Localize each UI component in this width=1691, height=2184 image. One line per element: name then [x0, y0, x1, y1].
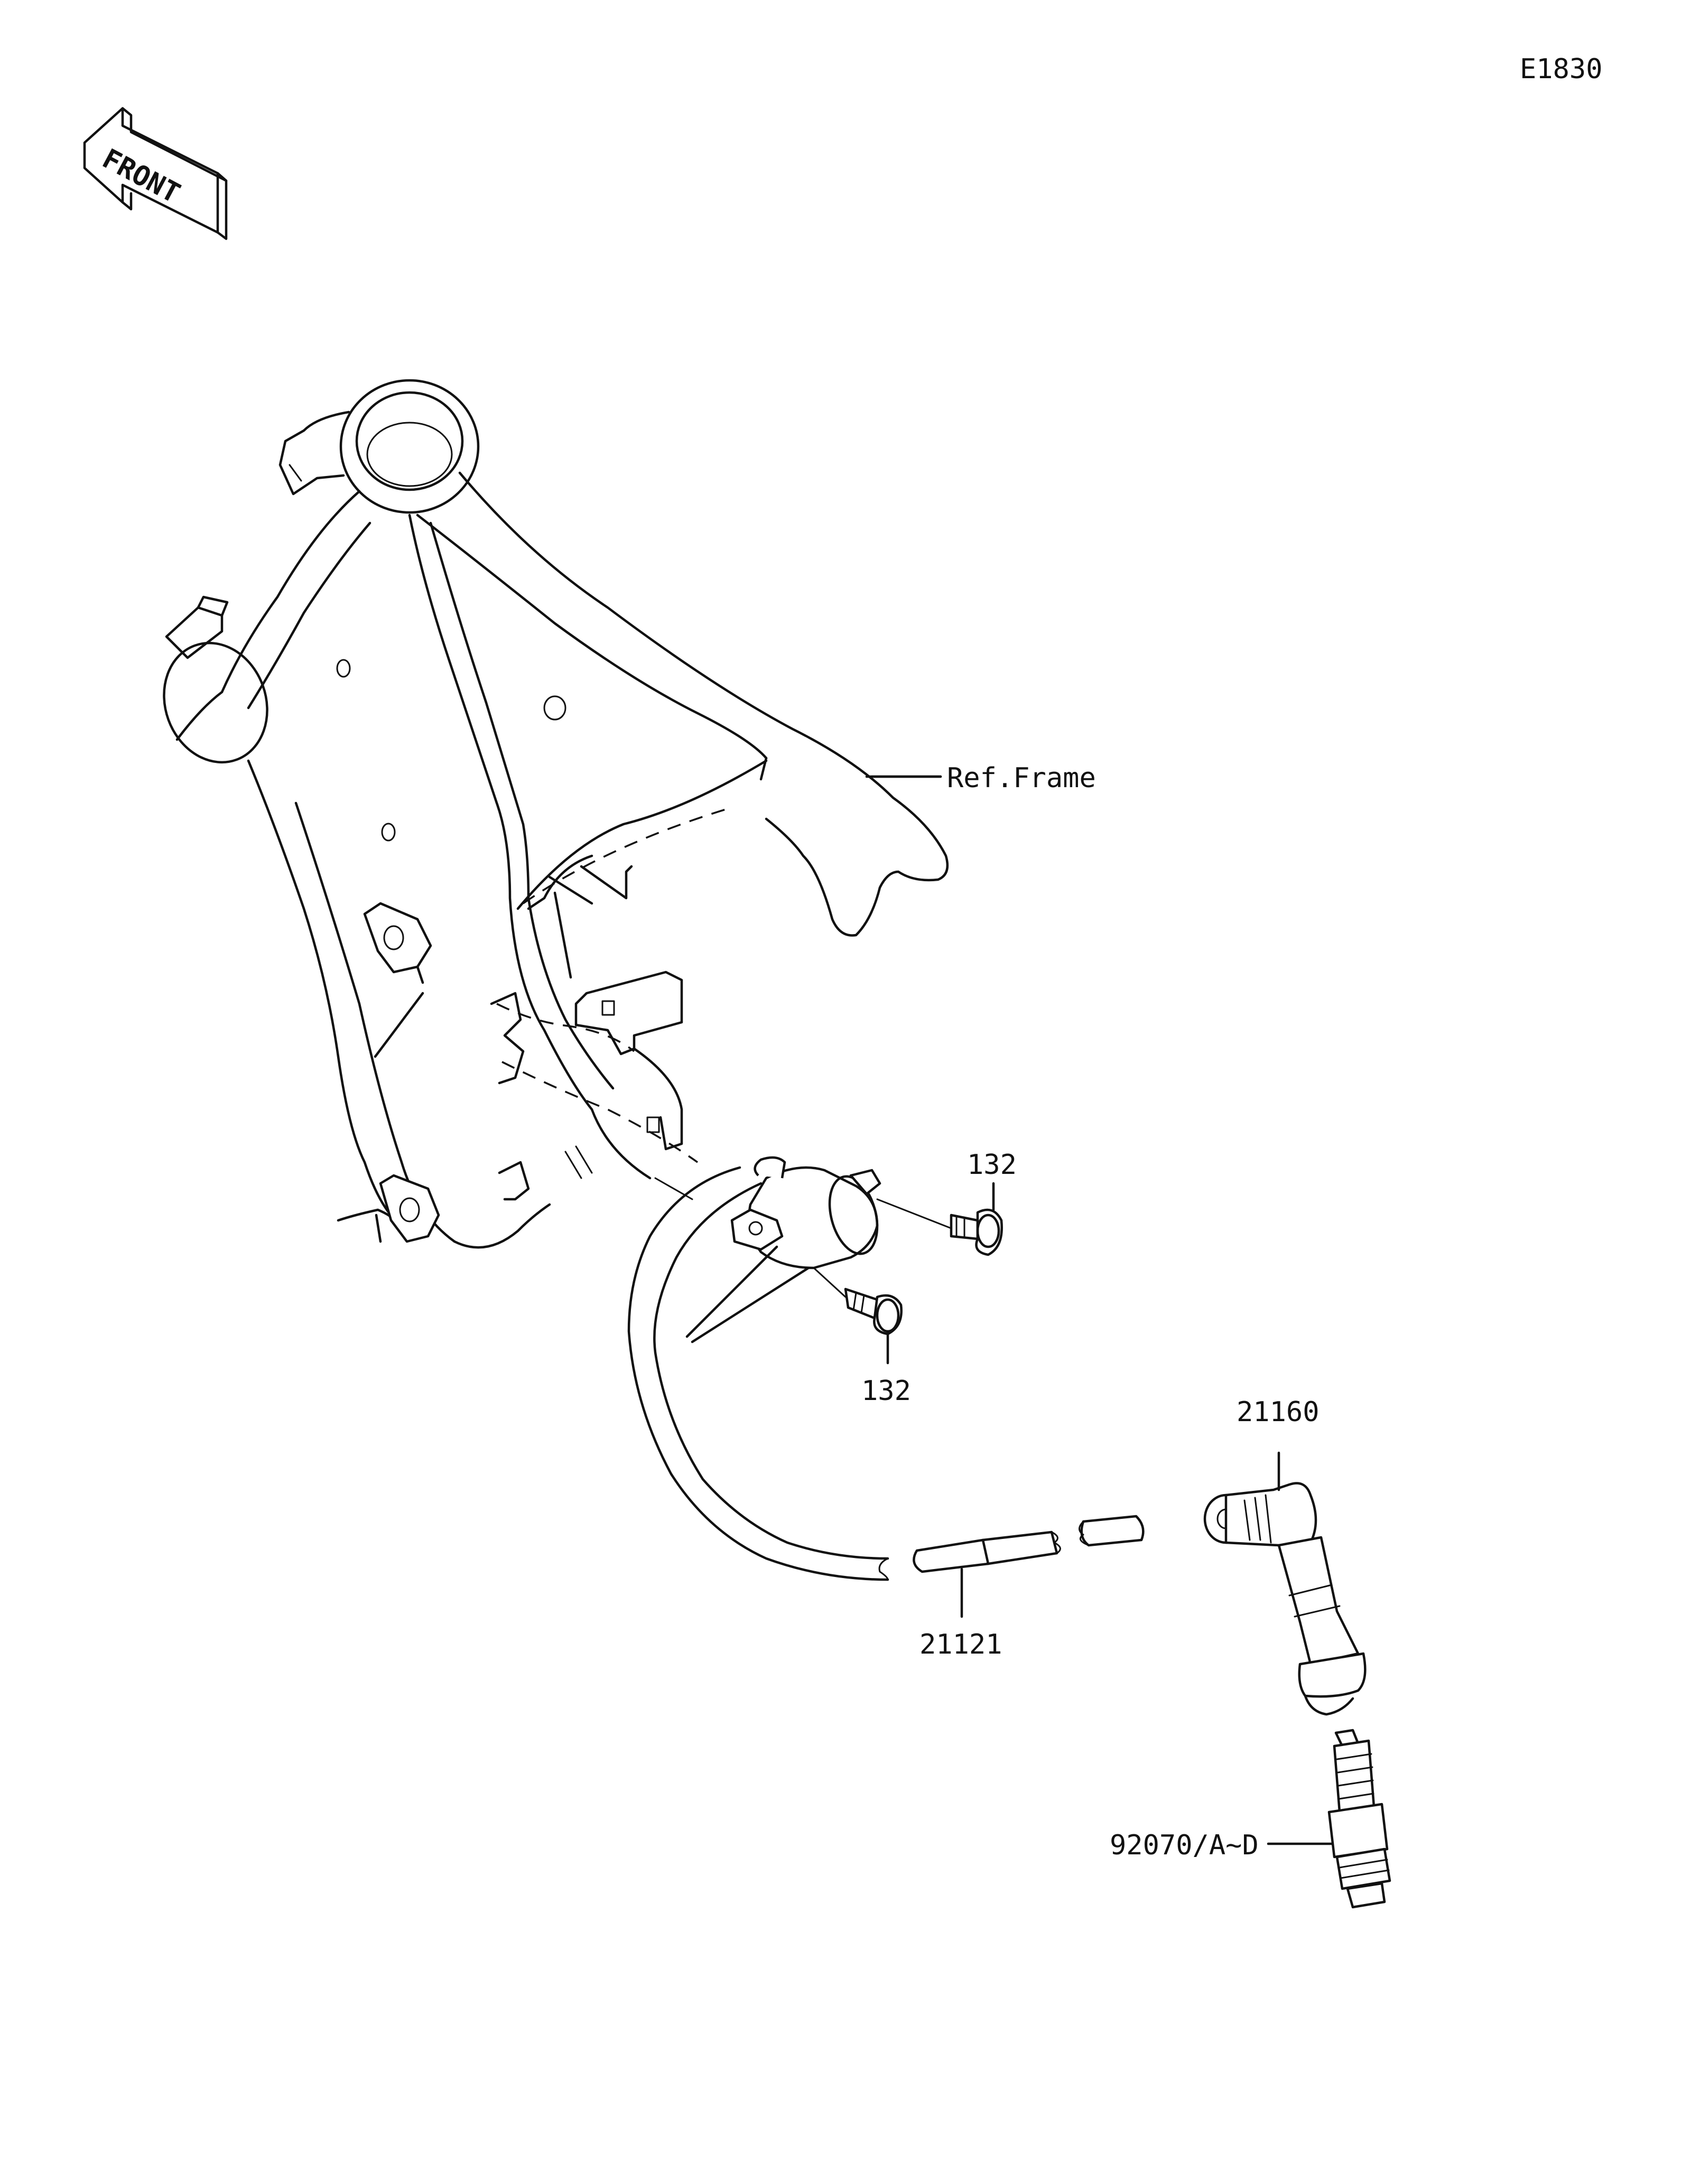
spark-plug-label: 92070/A~D [1110, 1830, 1259, 1861]
bolt-lower-label: 132 [861, 1375, 911, 1407]
wire-label: 21121 [919, 1629, 1002, 1660]
spark-plug [1267, 1729, 1391, 1909]
spark-plug-cap [1203, 1451, 1367, 1716]
ignition-coil [685, 1156, 881, 1343]
cap-label: 21160 [1237, 1396, 1320, 1428]
bolt-lower-icon [844, 1287, 903, 1365]
diagram-code: E1830 [1520, 53, 1603, 85]
bolt-lower-leader [813, 1267, 847, 1298]
frame-illustration [163, 379, 949, 1249]
bolt-upper-leader [876, 1198, 952, 1229]
bolt-upper-icon [950, 1182, 1003, 1256]
frame-ref-label: Ref.Frame [947, 762, 1096, 794]
front-arrow-icon: FRONT [83, 107, 228, 240]
bolt-upper-label: 132 [967, 1149, 1017, 1181]
ignition-wire [627, 1166, 1145, 1618]
